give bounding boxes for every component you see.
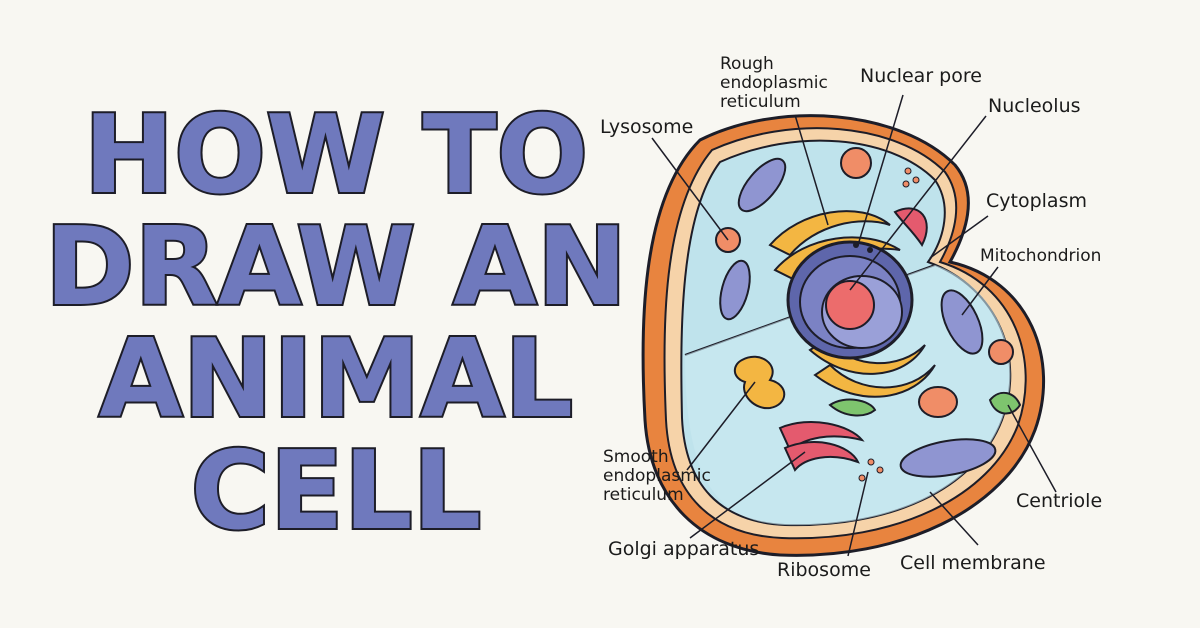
label-smooth-er-3: reticulum (603, 485, 684, 505)
ribosomes (858, 167, 920, 482)
label-nuclear-pore: Nuclear pore (860, 65, 982, 87)
smooth-er (733, 355, 786, 410)
label-mitochondrion: Mitochondrion (980, 246, 1101, 266)
title-line-3: ANIMAL (97, 317, 575, 442)
label-rough-er-1: Rough (720, 54, 774, 74)
label-lysosome: Lysosome (600, 116, 693, 138)
leader-lines (651, 94, 1057, 557)
title-line-1: HOW TO (82, 93, 590, 218)
label-rough-er-3: reticulum (720, 92, 801, 112)
label-golgi: Golgi apparatus (608, 538, 759, 560)
label-smooth-er-2: endoplasmic (603, 466, 711, 486)
nucleolus (825, 280, 875, 330)
centriole (828, 391, 1022, 417)
label-cell-membrane: Cell membrane (900, 552, 1046, 574)
label-cytoplasm: Cytoplasm (986, 190, 1087, 212)
lysosome (988, 339, 1014, 365)
lysosome (840, 147, 872, 179)
golgi-apparatus (778, 207, 928, 472)
page-title: HOW TO DRAW AN ANIMAL CELL (0, 93, 672, 554)
label-smooth-er-1: Smooth (603, 447, 669, 467)
label-ribosome: Ribosome (777, 559, 871, 581)
label-nucleolus: Nucleolus (988, 95, 1081, 117)
label-rough-er-2: endoplasmic (720, 73, 828, 93)
title-line-4: CELL (189, 429, 484, 554)
label-centriole: Centriole (1016, 490, 1102, 512)
mitochondria (719, 157, 997, 478)
lysosome (918, 386, 958, 418)
title-line-2: DRAW AN (43, 205, 629, 330)
